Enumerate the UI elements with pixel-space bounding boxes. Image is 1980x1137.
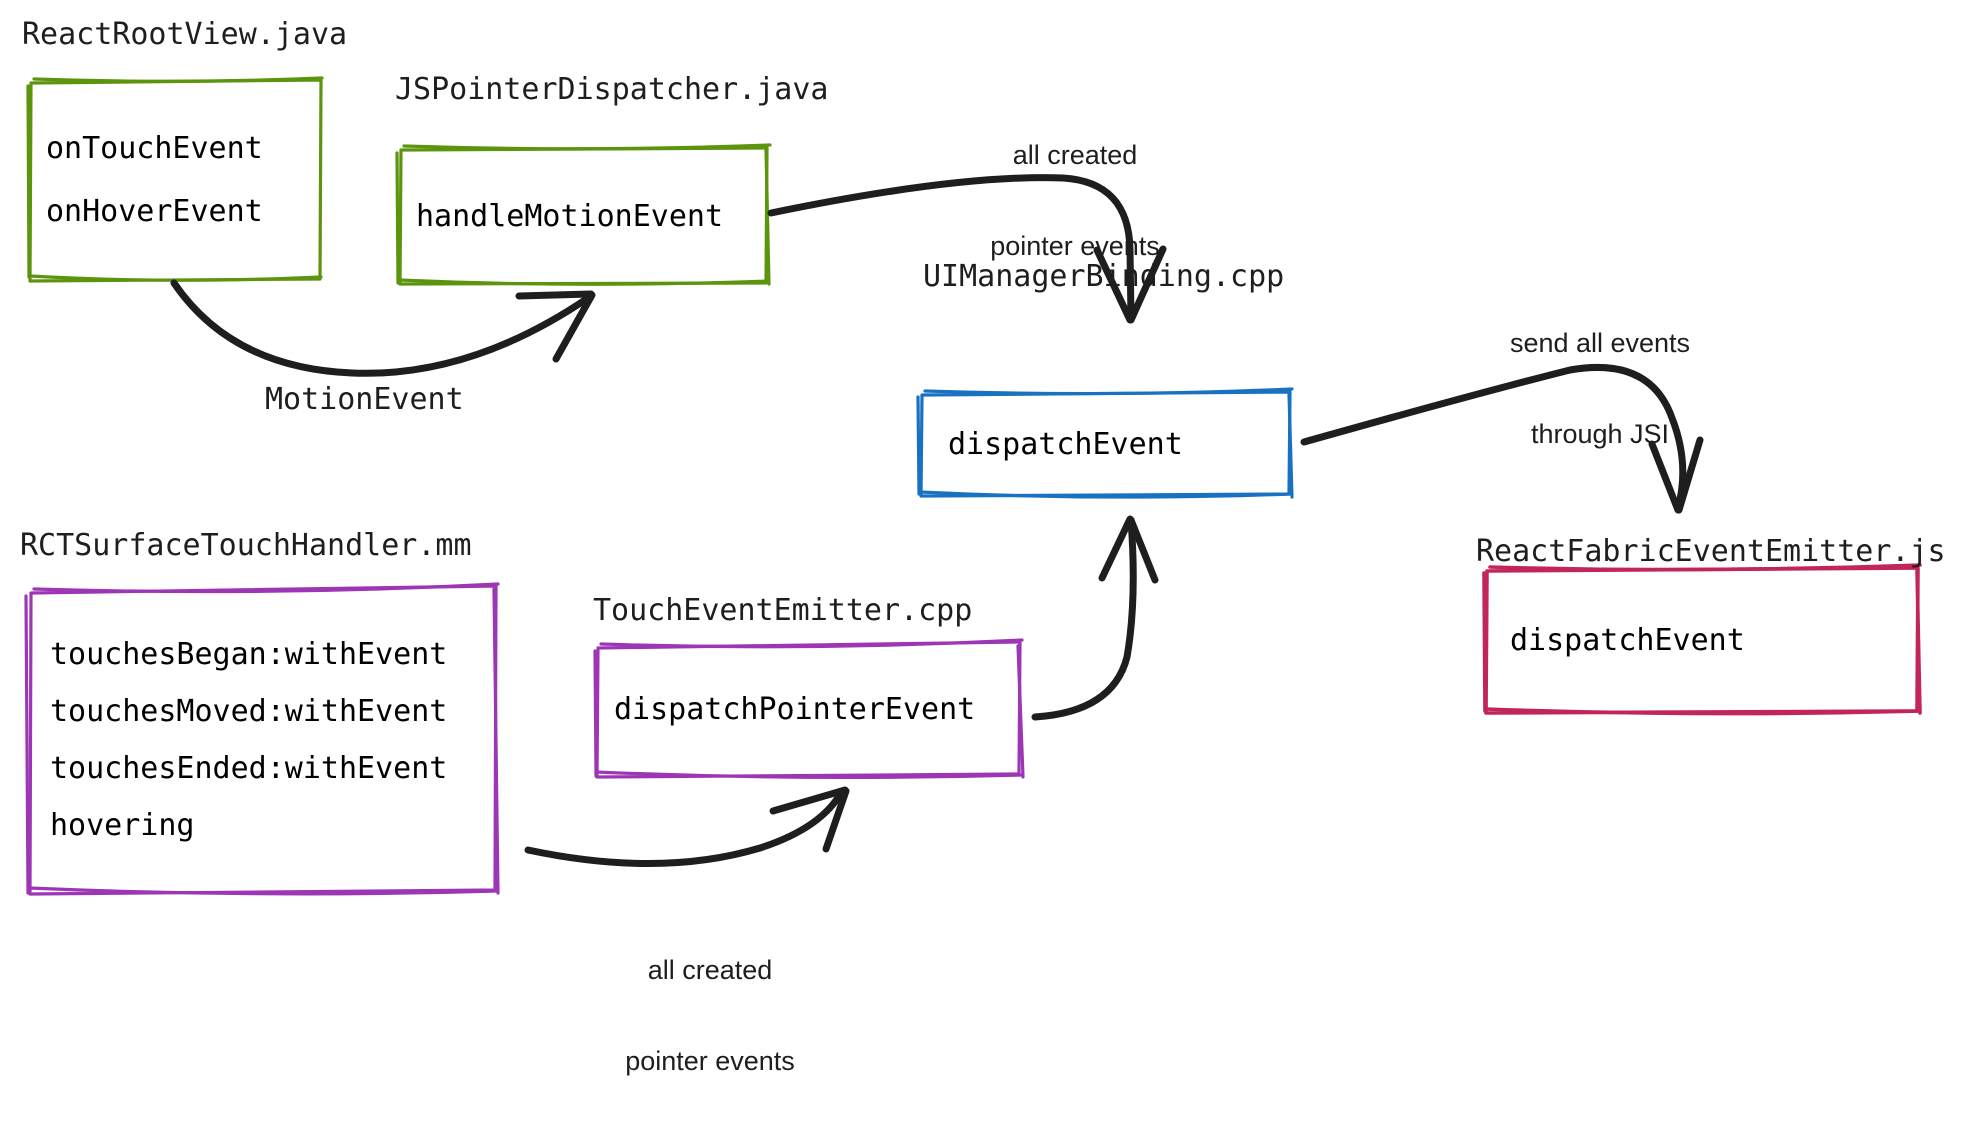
- node-body-ui-manager-binding[interactable]: dispatchEvent: [948, 394, 1278, 494]
- edge-label-line-1: all created: [647, 955, 773, 986]
- edge-arrow-motion-event: [170, 279, 596, 377]
- diagram-canvas: ReactRootView.java onTouchEvent onHoverE…: [20, 17, 1946, 1077]
- edge-arrow-touch-emitter-to-binding: [1031, 515, 1159, 721]
- edge-arrow-ios-pointer-events: [524, 786, 850, 867]
- method-touches-moved[interactable]: touchesMoved:withEvent: [50, 694, 448, 729]
- method-dispatch-event-cpp[interactable]: dispatchEvent: [948, 426, 1183, 462]
- edge-label-android-pointer-events: all created pointer events: [930, 80, 1220, 322]
- node-body-react-root-view[interactable]: onTouchEvent onHoverEvent: [46, 82, 308, 278]
- caption-rct-surface-touch-handler: RCTSurfaceTouchHandler.mm: [20, 528, 472, 563]
- method-dispatch-pointer-event[interactable]: dispatchPointerEvent: [614, 691, 976, 727]
- edge-label-jsi-dispatch: send all events through JSI: [1450, 268, 1750, 510]
- node-body-touch-event-emitter[interactable]: dispatchPointerEvent: [614, 644, 1014, 774]
- node-body-rct-surface-touch-handler[interactable]: touchesBegan:withEvent touchesMoved:with…: [50, 590, 480, 890]
- caption-touch-event-emitter: TouchEventEmitter.cpp: [593, 593, 973, 628]
- caption-js-pointer-dispatcher: JSPointerDispatcher.java: [395, 72, 829, 107]
- node-body-react-fabric-event-emitter[interactable]: dispatchEvent: [1510, 570, 1900, 711]
- edge-label-motion-event: MotionEvent: [265, 382, 464, 417]
- method-hovering[interactable]: hovering: [50, 808, 195, 843]
- method-dispatch-event-js[interactable]: dispatchEvent: [1510, 623, 1745, 658]
- caption-ui-manager-binding: UIManagerBinding.cpp: [923, 259, 1285, 294]
- edge-label-line-1: send all events: [1509, 328, 1691, 359]
- edge-label-line-2: through JSI: [1530, 419, 1670, 450]
- method-on-hover-event[interactable]: onHoverEvent: [46, 194, 263, 229]
- edge-label-line-1: all created: [1012, 140, 1138, 171]
- caption-react-root-view: ReactRootView.java: [22, 17, 348, 52]
- method-touches-ended[interactable]: touchesEnded:withEvent: [50, 751, 448, 786]
- method-on-touch-event[interactable]: onTouchEvent: [46, 131, 263, 166]
- edge-label-ios-pointer-events: all created pointer events: [565, 895, 855, 1137]
- caption-react-fabric-event-emitter: ReactFabricEventEmitter.js: [1476, 534, 1946, 569]
- edge-label-line-2: pointer events: [990, 231, 1160, 262]
- method-touches-began[interactable]: touchesBegan:withEvent: [50, 637, 448, 672]
- edge-label-line-2: pointer events: [625, 1046, 795, 1077]
- node-body-js-pointer-dispatcher[interactable]: handleMotionEvent: [416, 150, 756, 282]
- method-handle-motion-event[interactable]: handleMotionEvent: [416, 198, 724, 234]
